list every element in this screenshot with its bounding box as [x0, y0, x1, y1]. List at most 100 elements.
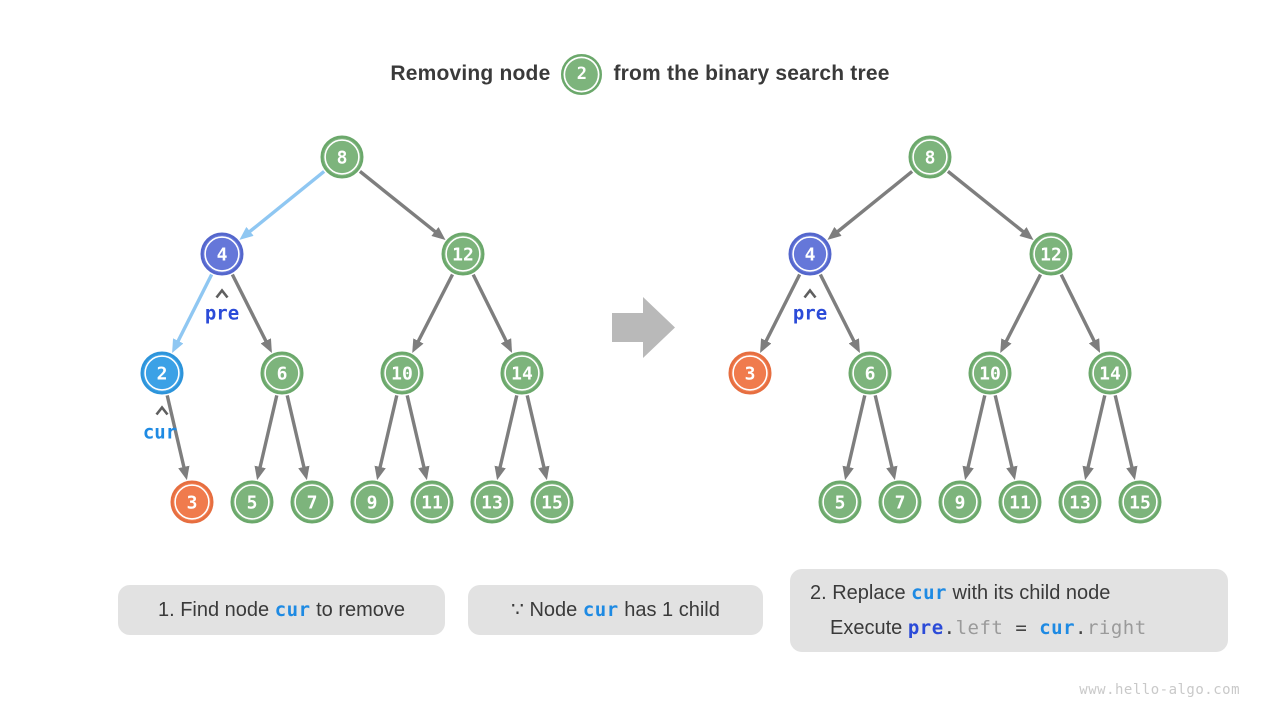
tree-node-after-13: 13	[1058, 480, 1102, 524]
tree-node-after-5: 5	[818, 480, 862, 524]
tree-edge-14-15	[525, 395, 550, 481]
tree-node-before-7: 7	[290, 480, 334, 524]
node-value: 5	[247, 493, 258, 514]
node-value: 13	[1069, 493, 1091, 514]
node-circle	[350, 480, 394, 524]
title-node-value: 2	[576, 64, 588, 84]
node-inner-ring	[294, 484, 330, 520]
node-value: 2	[157, 364, 168, 385]
callout-step-2: 2. Replace cur with its child node Execu…	[790, 569, 1228, 652]
node-inner-ring	[822, 484, 858, 520]
node-inner-ring	[445, 236, 481, 272]
node-inner-ring	[1062, 484, 1098, 520]
tree-edge-6-7	[873, 395, 898, 481]
tree-edge-6-5	[254, 395, 279, 481]
node-circle	[530, 480, 574, 524]
tree-node-before-10: 10	[380, 351, 424, 395]
tree-node-before-9: 9	[350, 480, 394, 524]
node-inner-ring	[792, 236, 828, 272]
tree-node-before-6: 6	[260, 351, 304, 395]
node-value: 8	[337, 148, 348, 169]
title-text-suffix: from the binary search tree	[613, 62, 890, 85]
text-segment: to remove	[310, 598, 406, 621]
tree-node-before-14: 14	[500, 351, 544, 395]
tree-node-before-8: 8	[320, 135, 364, 179]
tree-node-before-4: 4	[200, 232, 244, 276]
code-token-cur: cur	[1039, 616, 1076, 639]
node-circle	[908, 135, 952, 179]
tree-edge-10-11	[993, 395, 1018, 481]
tree-node-before-11: 11	[410, 480, 454, 524]
node-value: 9	[955, 493, 966, 514]
tree-node-after-4: 4	[788, 232, 832, 276]
tree-edge-10-9	[374, 395, 399, 481]
tree-edge-12-10	[412, 273, 455, 354]
tree-edge-8-12	[358, 170, 446, 240]
node-inner-ring	[264, 355, 300, 391]
tree-node-before-2: 2	[140, 351, 184, 395]
node-circle	[938, 480, 982, 524]
node-circle	[290, 480, 334, 524]
node-value: 14	[1099, 364, 1121, 385]
tree-node-after-12: 12	[1029, 232, 1073, 276]
node-value: 6	[277, 364, 288, 385]
node-circle	[1118, 480, 1162, 524]
tree-edge-4-6	[818, 273, 860, 353]
node-inner-ring	[534, 484, 570, 520]
tree-edge-12-10	[1000, 273, 1043, 354]
node-inner-ring	[972, 355, 1008, 391]
text-segment: ∵ Node	[511, 598, 583, 621]
pointer-label-pre: pre	[205, 303, 239, 325]
node-circle	[441, 232, 485, 276]
tree-edge-6-5	[842, 395, 867, 481]
pointer-label-pre: pre	[793, 303, 827, 325]
node-inner-ring	[504, 355, 540, 391]
code-token-pre: pre	[907, 616, 944, 639]
tree-edge-2-3	[165, 395, 190, 481]
tree-edge-14-13	[494, 395, 519, 481]
text-segment: has 1 child	[618, 598, 720, 621]
tree-edge-10-11	[405, 395, 430, 481]
tree-node-before-5: 5	[230, 480, 274, 524]
node-circle	[410, 480, 454, 524]
callout-reason: ∵ Node cur has 1 child	[468, 585, 763, 635]
code-token-mono-dark: .	[1075, 616, 1087, 639]
tree-edge-4-3	[760, 273, 802, 353]
node-value: 4	[805, 245, 816, 266]
tree-edge-12-14	[471, 273, 513, 353]
node-circle	[1088, 351, 1132, 395]
tree-node-before-13: 13	[470, 480, 514, 524]
code-token-cur: cur	[582, 598, 619, 621]
node-value: 4	[217, 245, 228, 266]
node-circle	[260, 351, 304, 395]
node-inner-ring	[384, 355, 420, 391]
tree-node-before-12: 12	[441, 232, 485, 276]
node-circle	[170, 480, 214, 524]
node-value: 15	[541, 493, 563, 514]
node-value: 8	[925, 148, 936, 169]
tree-edge-8-4	[239, 170, 326, 240]
node-value: 14	[511, 364, 533, 385]
callout-reason-text: ∵ Node cur has 1 child	[511, 593, 720, 628]
callout-step-1-text: 1. Find node cur to remove	[158, 593, 405, 628]
tree-node-after-10: 10	[968, 351, 1012, 395]
node-circle	[140, 351, 184, 395]
node-inner-ring	[414, 484, 450, 520]
pointer-caret-icon	[215, 288, 229, 299]
code-token-cur: cur	[911, 581, 947, 604]
node-value: 12	[1040, 245, 1062, 266]
node-inner-ring	[1033, 236, 1069, 272]
pointer-label-cur: cur	[143, 422, 177, 444]
tree-edge-8-12	[946, 170, 1034, 240]
code-token-cur: cur	[274, 598, 311, 621]
title-text-prefix: Removing node	[390, 62, 551, 85]
node-value: 11	[1009, 493, 1031, 514]
node-inner-ring	[474, 484, 510, 520]
title-node-circle: 2	[561, 53, 603, 95]
node-inner-ring	[912, 139, 948, 175]
tree-node-before-15: 15	[530, 480, 574, 524]
tree-node-after-3: 3	[728, 351, 772, 395]
